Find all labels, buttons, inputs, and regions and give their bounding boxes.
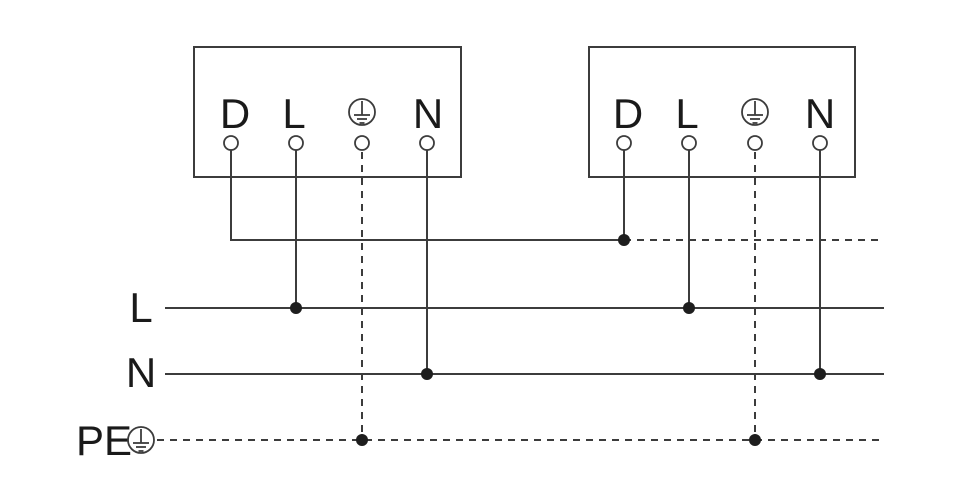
device-1-terminal-n <box>419 135 435 151</box>
wire-device1-d-link <box>230 150 624 241</box>
device-2-terminal-l <box>681 135 697 151</box>
junction-dot <box>290 302 302 314</box>
device-2-terminal-pe <box>747 135 763 151</box>
junction-dot <box>356 434 368 446</box>
device-1-box <box>193 46 462 178</box>
device-2-terminal-label-n: N <box>805 90 835 137</box>
device-2-terminal-label-l: L <box>675 90 698 137</box>
device-1-terminal-pe <box>354 135 370 151</box>
device-1-terminal-label-d: D <box>220 90 250 137</box>
device-2-terminal-label-d: D <box>613 90 643 137</box>
device-1-terminal-l <box>288 135 304 151</box>
junction-dot <box>618 234 630 246</box>
junction-dot <box>683 302 695 314</box>
bus-label-pe: PE <box>76 417 132 464</box>
device-2-box <box>588 46 856 178</box>
device-1-terminal-label-l: L <box>282 90 305 137</box>
device-2-terminal-d <box>616 135 632 151</box>
bus-label-live: L <box>129 284 152 331</box>
junction-dot <box>814 368 826 380</box>
junction-dot <box>421 368 433 380</box>
device-1-terminal-d <box>223 135 239 151</box>
junction-dot <box>749 434 761 446</box>
device-2-terminal-n <box>812 135 828 151</box>
bus-label-neutral: N <box>126 349 156 396</box>
device-1-terminal-label-n: N <box>413 90 443 137</box>
